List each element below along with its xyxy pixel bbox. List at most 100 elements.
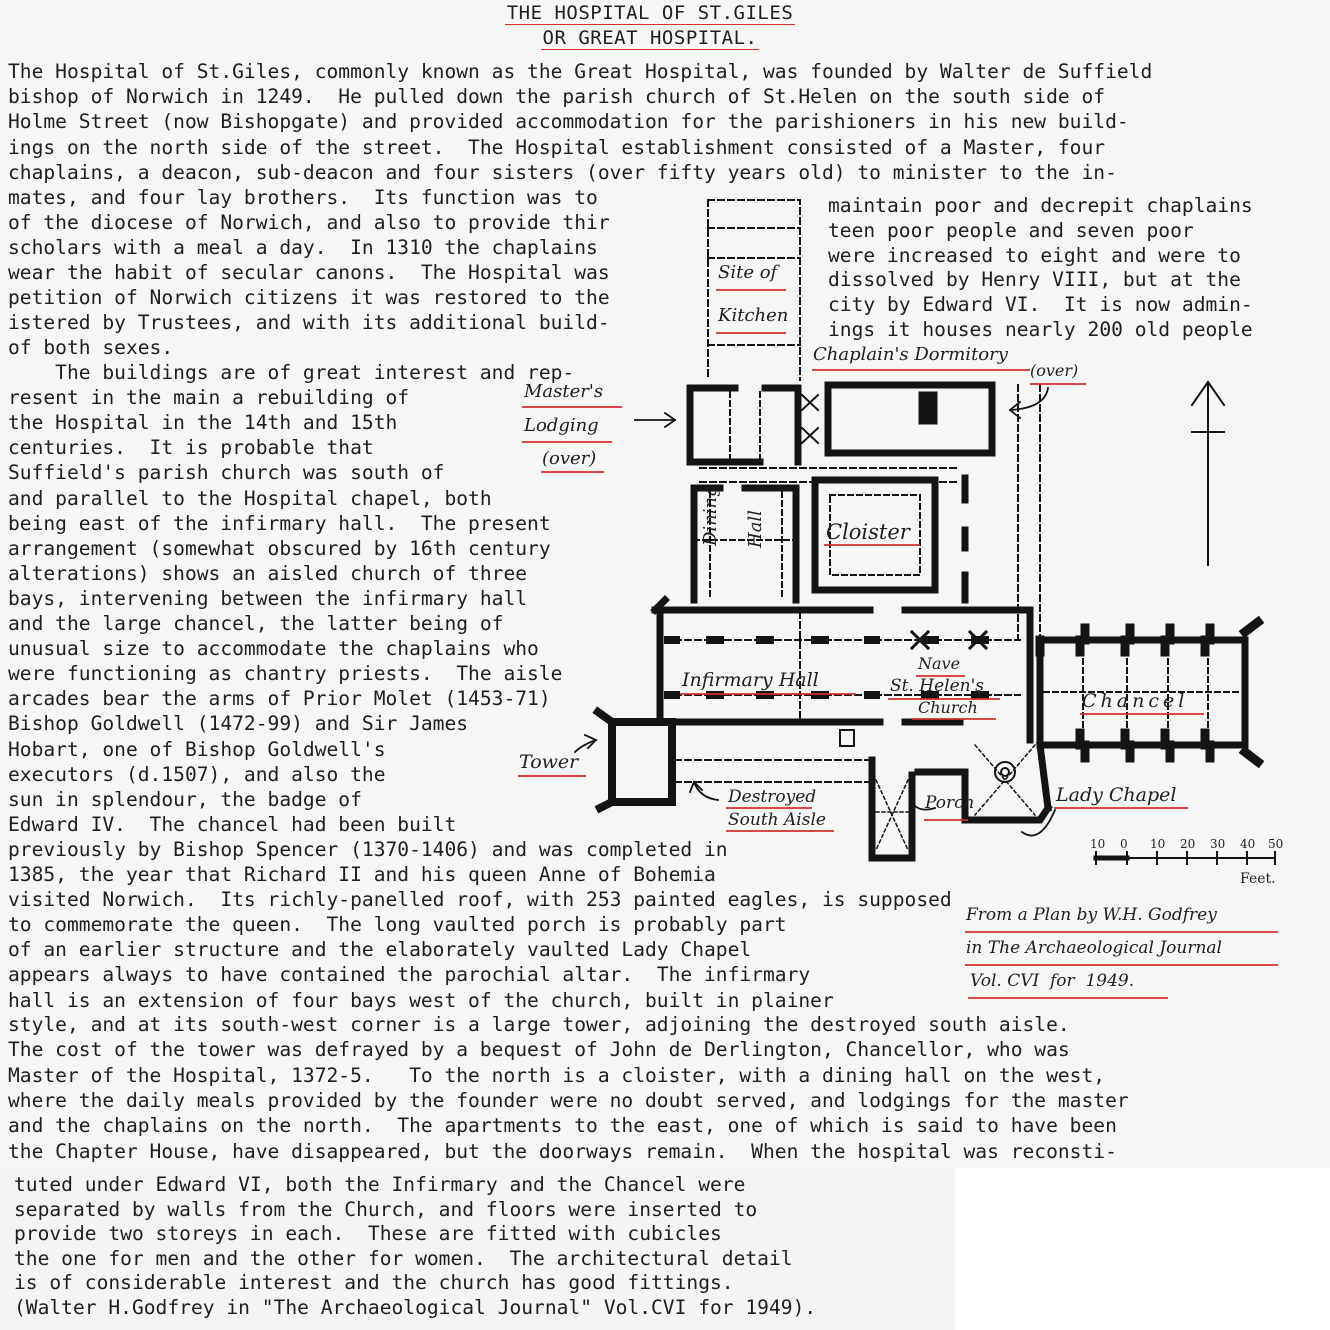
text-line: bays, intervening between the infirmary … [8,586,528,610]
text-line: city by Edward VI. It is now admin- [828,293,1253,317]
label-lodging: Lodging [524,415,599,436]
infirmary-hall [650,595,884,726]
text-line: scholars with a meal a day. In 1310 the … [8,236,598,259]
label-south-aisle: South Aisle [728,810,826,830]
label-church: Church [918,698,978,717]
text-line: hall is an extension of four bays west o… [8,988,834,1012]
chaplains-dormitory [824,381,996,457]
typed-page [0,0,1330,1168]
text-line: where the daily meals provided by the fo… [8,1088,1129,1112]
text-line: style, and at its south-west corner is a… [8,1013,1070,1036]
text-line: is of considerable interest and the chur… [14,1271,734,1295]
scale-tick-label: 20 [1180,837,1196,851]
text-line: dissolved by Henry VIII, but at the [828,268,1241,292]
scale-tick-label: 40 [1240,837,1256,851]
label-chaplains-dormitory: Chaplain's Dormitory [813,344,1008,365]
text-line: were functioning as chantry priests. The… [8,662,563,686]
text-line: the Chapter House, have disappeared, but… [8,1139,1117,1163]
label-site-of: Site of [718,262,778,283]
chancel [1036,636,1249,749]
text-line: visited Norwich. Its richly-panelled roo… [8,888,952,912]
label-chancel: Chancel [1082,690,1189,712]
lady-chapel [961,741,1053,824]
text-line: Suffield's parish church was south of [8,461,445,485]
text-line: bishop of Norwich in 1249. He pulled dow… [8,85,1106,109]
label-nave: Nave [918,654,961,673]
text-line: Hobart, one of Bishop Goldwell's [8,737,386,761]
north-arrow-icon [1190,380,1226,566]
label-tower: Tower [519,751,579,773]
text-line: istered by Trustees, and with its additi… [8,311,610,334]
text-line: of both sexes. [8,336,174,359]
text-line: the one for men and the other for women.… [14,1246,793,1270]
label-cloister: Cloister [826,520,910,544]
text-line: Holme Street (now Bishopgate) and provid… [8,110,1129,134]
text-line: unusual size to accommodate the chaplain… [8,637,539,661]
text-line: appears always to have contained the par… [8,963,811,987]
text-line: and the large chancel, the latter being … [8,612,504,635]
credit-line-3: Vol. CVI for 1949. [970,971,1135,991]
label-kitchen: Kitchen [718,305,789,326]
text-line: resent in the main a rebuilding of [8,386,410,410]
text-line: to commemorate the queen. The long vault… [8,913,787,937]
scale-tick-label: 30 [1210,837,1226,851]
text-line: and the chaplains on the north. The apar… [8,1114,1117,1138]
text-line: tuted under Edward VI, both the Infirmar… [14,1173,746,1196]
typed-slip [0,1166,955,1330]
tower [592,706,676,814]
text-line: The cost of the tower was defrayed by a … [8,1038,1070,1062]
credit-line-1: From a Plan by W.H. Godfrey [966,905,1217,925]
text-line: sun in splendour, the badge of [8,787,362,811]
label-masters: Master's [524,381,604,402]
title-line-1: THE HOSPITAL OF ST.GILES [504,2,796,25]
text-line: Edward IV. The chancel had been built [8,812,457,836]
text-line: ings on the north side of the street. Th… [8,135,1106,159]
label-hall: Hall [745,510,766,548]
text-line: chaplains, a deacon, sub-deacon and four… [8,160,1117,184]
text-line: arrangement (somewhat obscured by 16th c… [8,536,551,560]
text-line: previously by Bishop Spencer (1370-1406)… [8,837,728,861]
nave [901,606,1034,744]
scale-tick-label: 50 [1268,837,1284,851]
text-line: and parallel to the Hospital chapel, bot… [8,486,492,510]
label-feet: Feet. [1240,871,1276,887]
text-line: maintain poor and decrepit chaplains [828,194,1253,217]
text-line: centuries. It is probable that [8,436,374,460]
text-line: 1385, the year that Richard II and his q… [8,863,716,886]
text-line: separated by walls from the Church, and … [14,1197,758,1221]
porch [868,756,969,862]
text-line: ings it houses nearly 200 old people [828,318,1253,341]
label-st-helens: St. Helen's [890,676,985,696]
title-line-2: OR GREAT HOSPITAL. [540,27,760,50]
text-line: wear the habit of secular canons. The Ho… [8,261,610,284]
label-lady-chapel: Lady Chapel [1056,784,1177,806]
text-line: arcades bear the arms of Prior Molet (14… [8,687,551,711]
text-line: petition of Norwich citizens it was rest… [8,286,610,309]
label-porch: Porch [925,793,975,813]
text-line: The Hospital of St.Giles, commonly known… [8,60,1153,83]
credit-line-2: in The Archaeological Journal [966,938,1222,958]
text-line: The buildings are of great interest and … [8,361,575,384]
text-line: Master of the Hospital, 1372-5. To the n… [8,1063,1106,1087]
text-line: the Hospital in the 14th and 15th [8,411,398,435]
scale-tick-label: 10 [1090,837,1106,851]
text-line: of the diocese of Norwich, and also to p… [8,211,610,234]
text-line: mates, and four lay brothers. Its functi… [8,186,598,209]
text-line: being east of the infirmary hall. The pr… [8,511,551,535]
text-line: of an earlier structure and the elaborat… [8,938,752,962]
text-line: alterations) shows an aisled church of t… [8,561,528,585]
label-destroyed: Destroyed [728,787,817,807]
masters-lodging [686,384,802,466]
cloister [811,476,939,594]
text-line: executors (d.1507), and also the [8,762,386,786]
text-line: (Walter H.Godfrey in "The Archaeological… [14,1296,817,1319]
text-line: provide two storeys in each. These are f… [14,1222,722,1246]
scale-bar [1093,851,1276,865]
label-infirmary-hall: Infirmary Hall [682,669,819,691]
text-line: were increased to eight and were to [828,243,1241,267]
label-over-dormitory: (over) [1030,361,1079,380]
scale-tick-label: 0 [1120,837,1128,851]
label-dining: Dining [700,485,721,546]
text-line: teen poor people and seven poor [828,218,1194,242]
